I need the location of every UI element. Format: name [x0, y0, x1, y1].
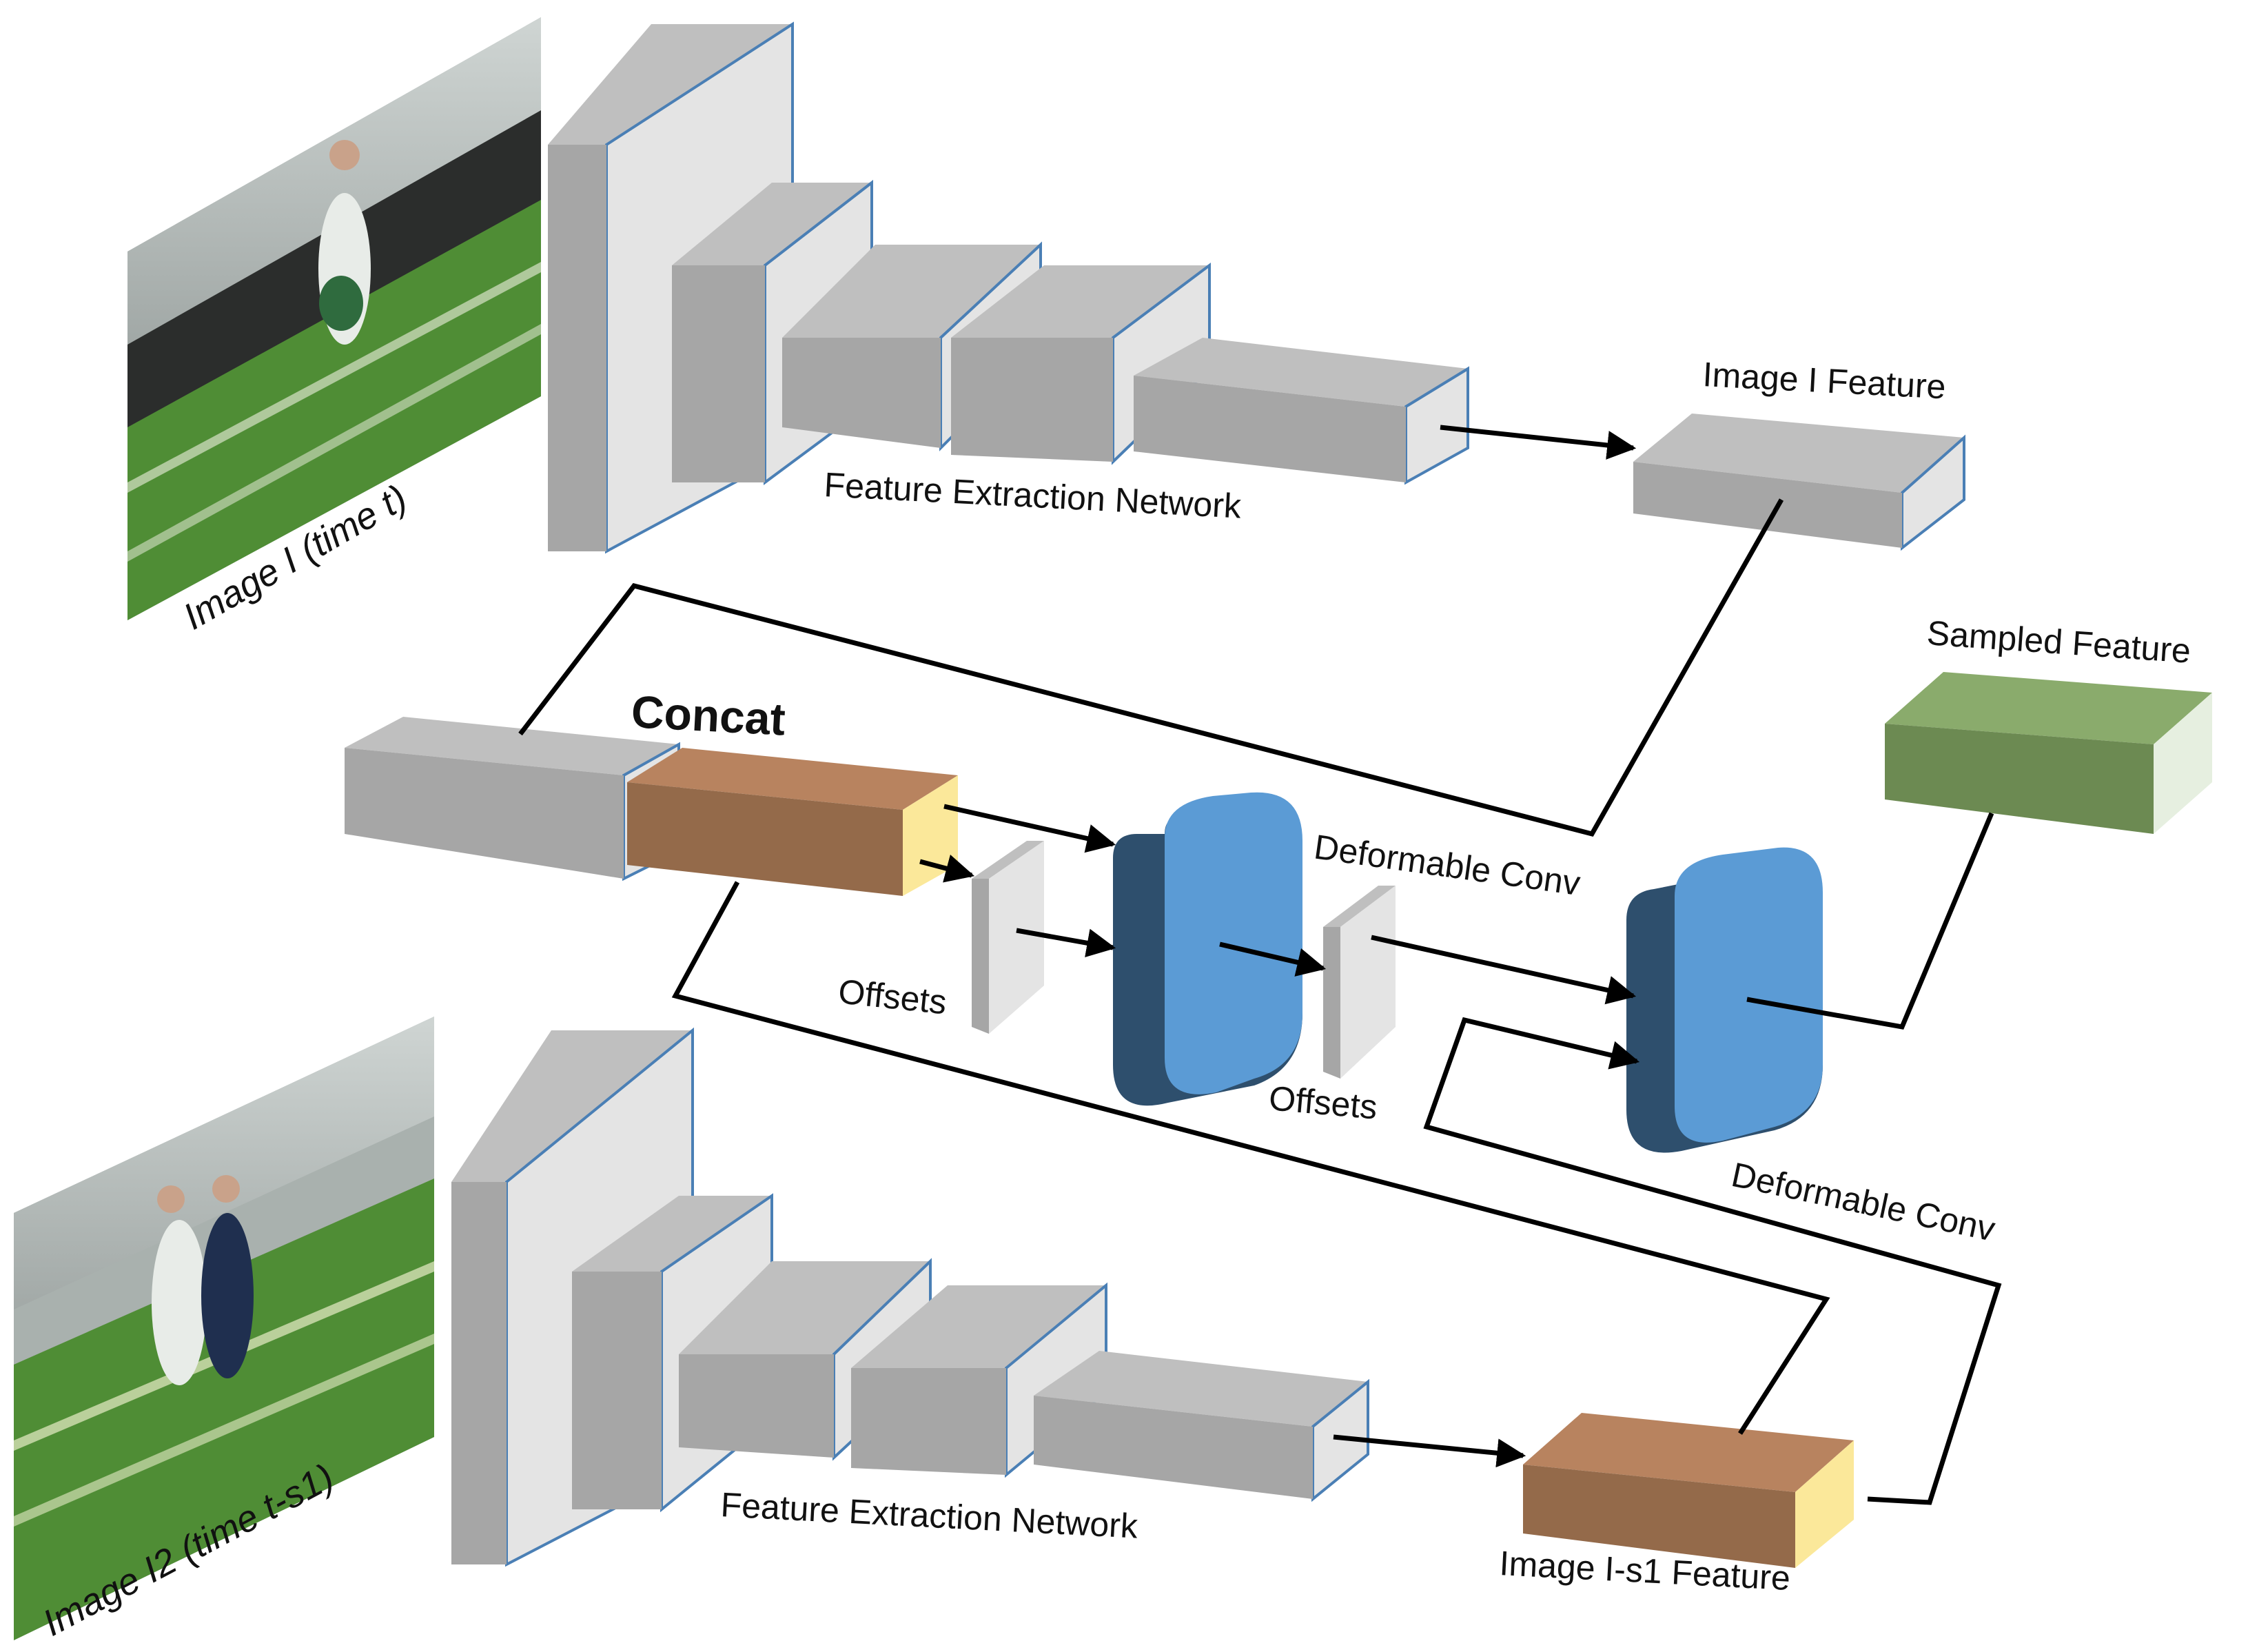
deformable-conv-1-label: Deformable Conv [1311, 827, 1582, 903]
bottom-fen-block-4 [851, 1282, 1107, 1478]
connector-s1-feature-to-deformable-conv-2 [1423, 1017, 2002, 1505]
deformable-conv-block-2 [1626, 847, 1823, 1153]
arrow-deformable-conv-1-to-offsets-2 [1219, 941, 1327, 977]
offsets-block-1 [972, 841, 1044, 1034]
connector-concat-to-s1-feature [671, 881, 1830, 1435]
offsets-2-label: Offsets [1267, 1079, 1379, 1127]
connector-image-feature-to-concat [518, 498, 1784, 837]
arrow-concat-to-offsets-1 [919, 854, 975, 883]
image-i-feature-block [1633, 414, 1965, 551]
arrow-concat-to-deformable-conv-1 [943, 804, 1116, 853]
input-image-frame-t-s1 [14, 1017, 434, 1640]
deformable-conv-2-label: Deformable Conv [1728, 1155, 1999, 1249]
sampled-feature-block [1885, 672, 2212, 834]
concat-label: Concat [630, 686, 786, 745]
arrow-fen-top-to-feature [1440, 425, 1637, 460]
image-i-feature-label: Image I Feature [1702, 355, 1946, 406]
image-i-s1-feature-block [1523, 1413, 1854, 1568]
concat-brown-block [627, 748, 958, 896]
top-fen-block-5 [1134, 338, 1469, 485]
top-feature-extraction-network [548, 21, 1469, 554]
arrow-offsets-2-to-deformable-conv-2 [1371, 935, 1637, 1005]
input-image-frame-t [127, 17, 541, 620]
offsets-1-label: Offsets [837, 972, 948, 1021]
arrow-offsets-1-to-deformable-conv-1 [1016, 928, 1116, 958]
fen-top-label: Feature Extraction Network [823, 465, 1243, 526]
bottom-feature-extraction-network [451, 1027, 1369, 1567]
fen-bottom-label: Feature Extraction Network [719, 1485, 1139, 1546]
arrow-fen-bottom-to-feature [1333, 1434, 1526, 1468]
sampled-feature-label: Sampled Feature [1925, 613, 2192, 671]
connector-deformable-conv-2-to-sampled-feature [1746, 812, 1994, 1030]
deformable-conv-block-1 [1113, 792, 1302, 1106]
offsets-block-2 [1323, 886, 1396, 1079]
bottom-fen-block-5 [1034, 1351, 1369, 1502]
